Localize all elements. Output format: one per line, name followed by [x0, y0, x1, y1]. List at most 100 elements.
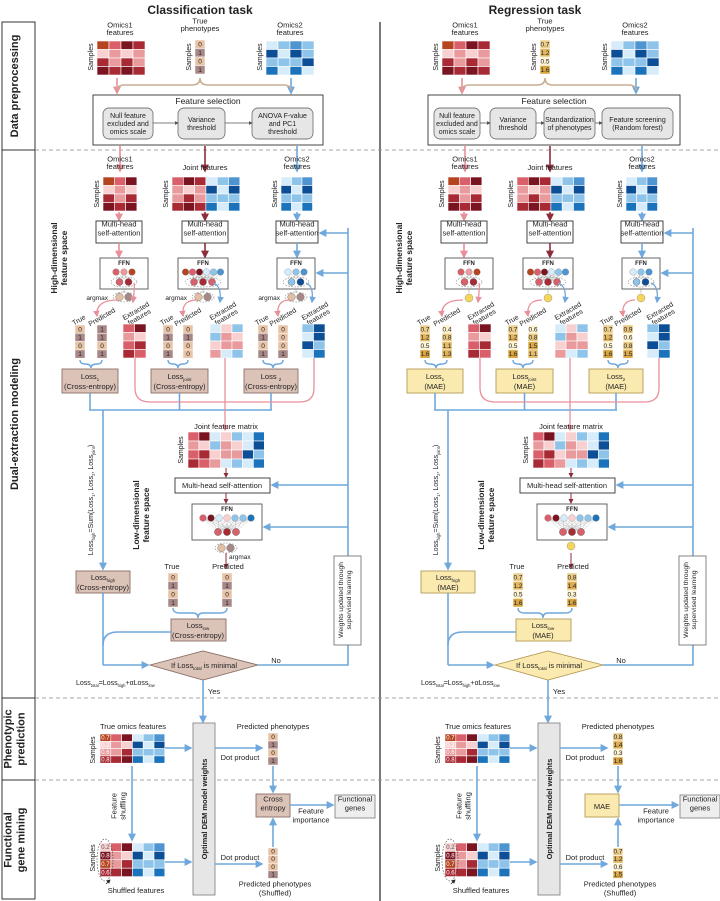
heatmap-cell: [183, 176, 195, 186]
ffn-node: [555, 268, 562, 276]
heatmap-cell: [554, 431, 566, 442]
samples-label: Samples: [88, 43, 95, 71]
ffn-connection: [547, 517, 573, 533]
heatmap-cell: [467, 340, 480, 350]
heatmap-cell: [646, 49, 660, 59]
heatmap-cell: [625, 185, 637, 195]
extract-arrow: [557, 282, 569, 304]
value-text: 0: [186, 326, 190, 333]
ffn-label: FFN: [118, 261, 130, 267]
heatmap-cell: [479, 349, 492, 359]
heatmap-cell: [231, 431, 243, 442]
loss-brace: [262, 359, 284, 369]
heatmap-cell: [121, 748, 133, 757]
heatmap-cell: [455, 733, 467, 742]
feature-selection-step-label: Null feature: [439, 113, 475, 120]
value-text: 0: [225, 575, 229, 582]
omics-value: 0.2: [101, 743, 110, 749]
feature-selection-step-label: Variance: [499, 117, 526, 124]
feature-importance-label: importance: [292, 816, 329, 825]
heatmap-cell: [477, 755, 489, 764]
heatmap-cell: [114, 202, 126, 212]
heatmap-cell: [134, 323, 147, 333]
label: features: [451, 162, 478, 171]
heatmap-cell: [634, 66, 648, 76]
high-dimensional-label: High-dimensional: [49, 222, 59, 293]
heatmap-cell: [561, 202, 574, 212]
label: features: [283, 162, 310, 171]
heatmap-cell: [561, 193, 574, 203]
heatmap-cell: [121, 755, 133, 764]
heatmap-cell: [216, 202, 229, 212]
heatmap-cell: [470, 193, 483, 203]
predicted-label: Predicted: [212, 562, 244, 571]
value-cell: [74, 349, 86, 359]
heatmap-cell: [242, 458, 254, 469]
value-text: 0.8: [567, 575, 576, 582]
joint-features-label: Joint features: [527, 163, 572, 172]
section-label-modeling: Dual-extraction modeling: [9, 358, 21, 490]
rich-label: Losslow: [187, 621, 210, 631]
omics-value: 0.7: [446, 736, 455, 742]
section-label-modeling-group: Dual-extraction modeling: [9, 358, 21, 490]
heatmap-cell: [610, 57, 624, 67]
section-label-mining: Functional: [3, 812, 15, 868]
heatmap-cell: [96, 49, 110, 59]
heatmap-cell: [216, 176, 229, 186]
heatmap-cell: [122, 332, 135, 342]
value-text: 1.5: [528, 343, 537, 350]
subscript: 2: [623, 377, 626, 382]
ffn-connection: [547, 517, 582, 533]
shuffled-omics-heatmap: [99, 842, 166, 877]
heatmap-cell: [220, 449, 232, 460]
heatmap-cell: [153, 867, 166, 877]
heatmap-cell: [532, 440, 545, 451]
value-text: 0: [261, 343, 265, 350]
heatmap-cell: [122, 340, 135, 350]
heatmap-cell: [576, 340, 589, 350]
multi-head-attention-label: Multi-head: [279, 220, 314, 229]
heatmap-cell: [455, 740, 467, 749]
value-text: 1.6: [613, 758, 622, 765]
heatmap-cell: [479, 332, 492, 342]
low-dimensional-label: feature space: [486, 487, 496, 542]
shuffled-column-outline: [96, 838, 114, 882]
ffn-selected-layer: [110, 276, 138, 288]
label: Omics2: [629, 154, 654, 163]
ffn-label: FFN: [566, 507, 578, 513]
loss-kind: (MAE): [532, 631, 554, 640]
samples-label: Samples: [531, 43, 538, 71]
value-text: 0: [171, 592, 175, 599]
value-cell: [612, 870, 624, 879]
heatmap-cell: [114, 176, 126, 186]
text-part: Loss: [88, 540, 95, 555]
rich-label: Losshigh: [436, 573, 461, 583]
value-cell: [257, 349, 269, 359]
heatmap-cell: [516, 193, 529, 203]
heatmap-cell: [467, 332, 480, 342]
subscript: joint: [182, 377, 192, 382]
heatmap-cell: [171, 185, 184, 195]
true-phenotypes-label: True: [537, 16, 552, 25]
feature-selection-step-label: Variance: [188, 117, 215, 124]
heatmap-cell: [573, 193, 586, 203]
omics-value: 0.6: [446, 750, 455, 756]
heatmap-cell: [447, 176, 460, 186]
heatmap-cell: [465, 40, 479, 50]
ffn-node: [560, 514, 568, 522]
ffn-node: [562, 268, 569, 276]
true-phenotypes-label: phenotypes: [526, 24, 565, 33]
feature-selection-step-label: Standardization: [545, 117, 594, 124]
ffn-node: [217, 268, 224, 276]
joint-matrix-label: Joint feature matrix: [539, 422, 603, 431]
ffn-label: FFN: [635, 261, 647, 267]
heatmap-cell: [209, 449, 222, 460]
value-text: 1: [100, 351, 104, 358]
value-text: 0.7: [420, 326, 429, 333]
heatmap-cell: [477, 40, 491, 50]
heatmap-cell: [636, 202, 648, 212]
feature-selection-step-label: threshold: [499, 125, 528, 132]
heatmap-cell: [625, 202, 637, 212]
